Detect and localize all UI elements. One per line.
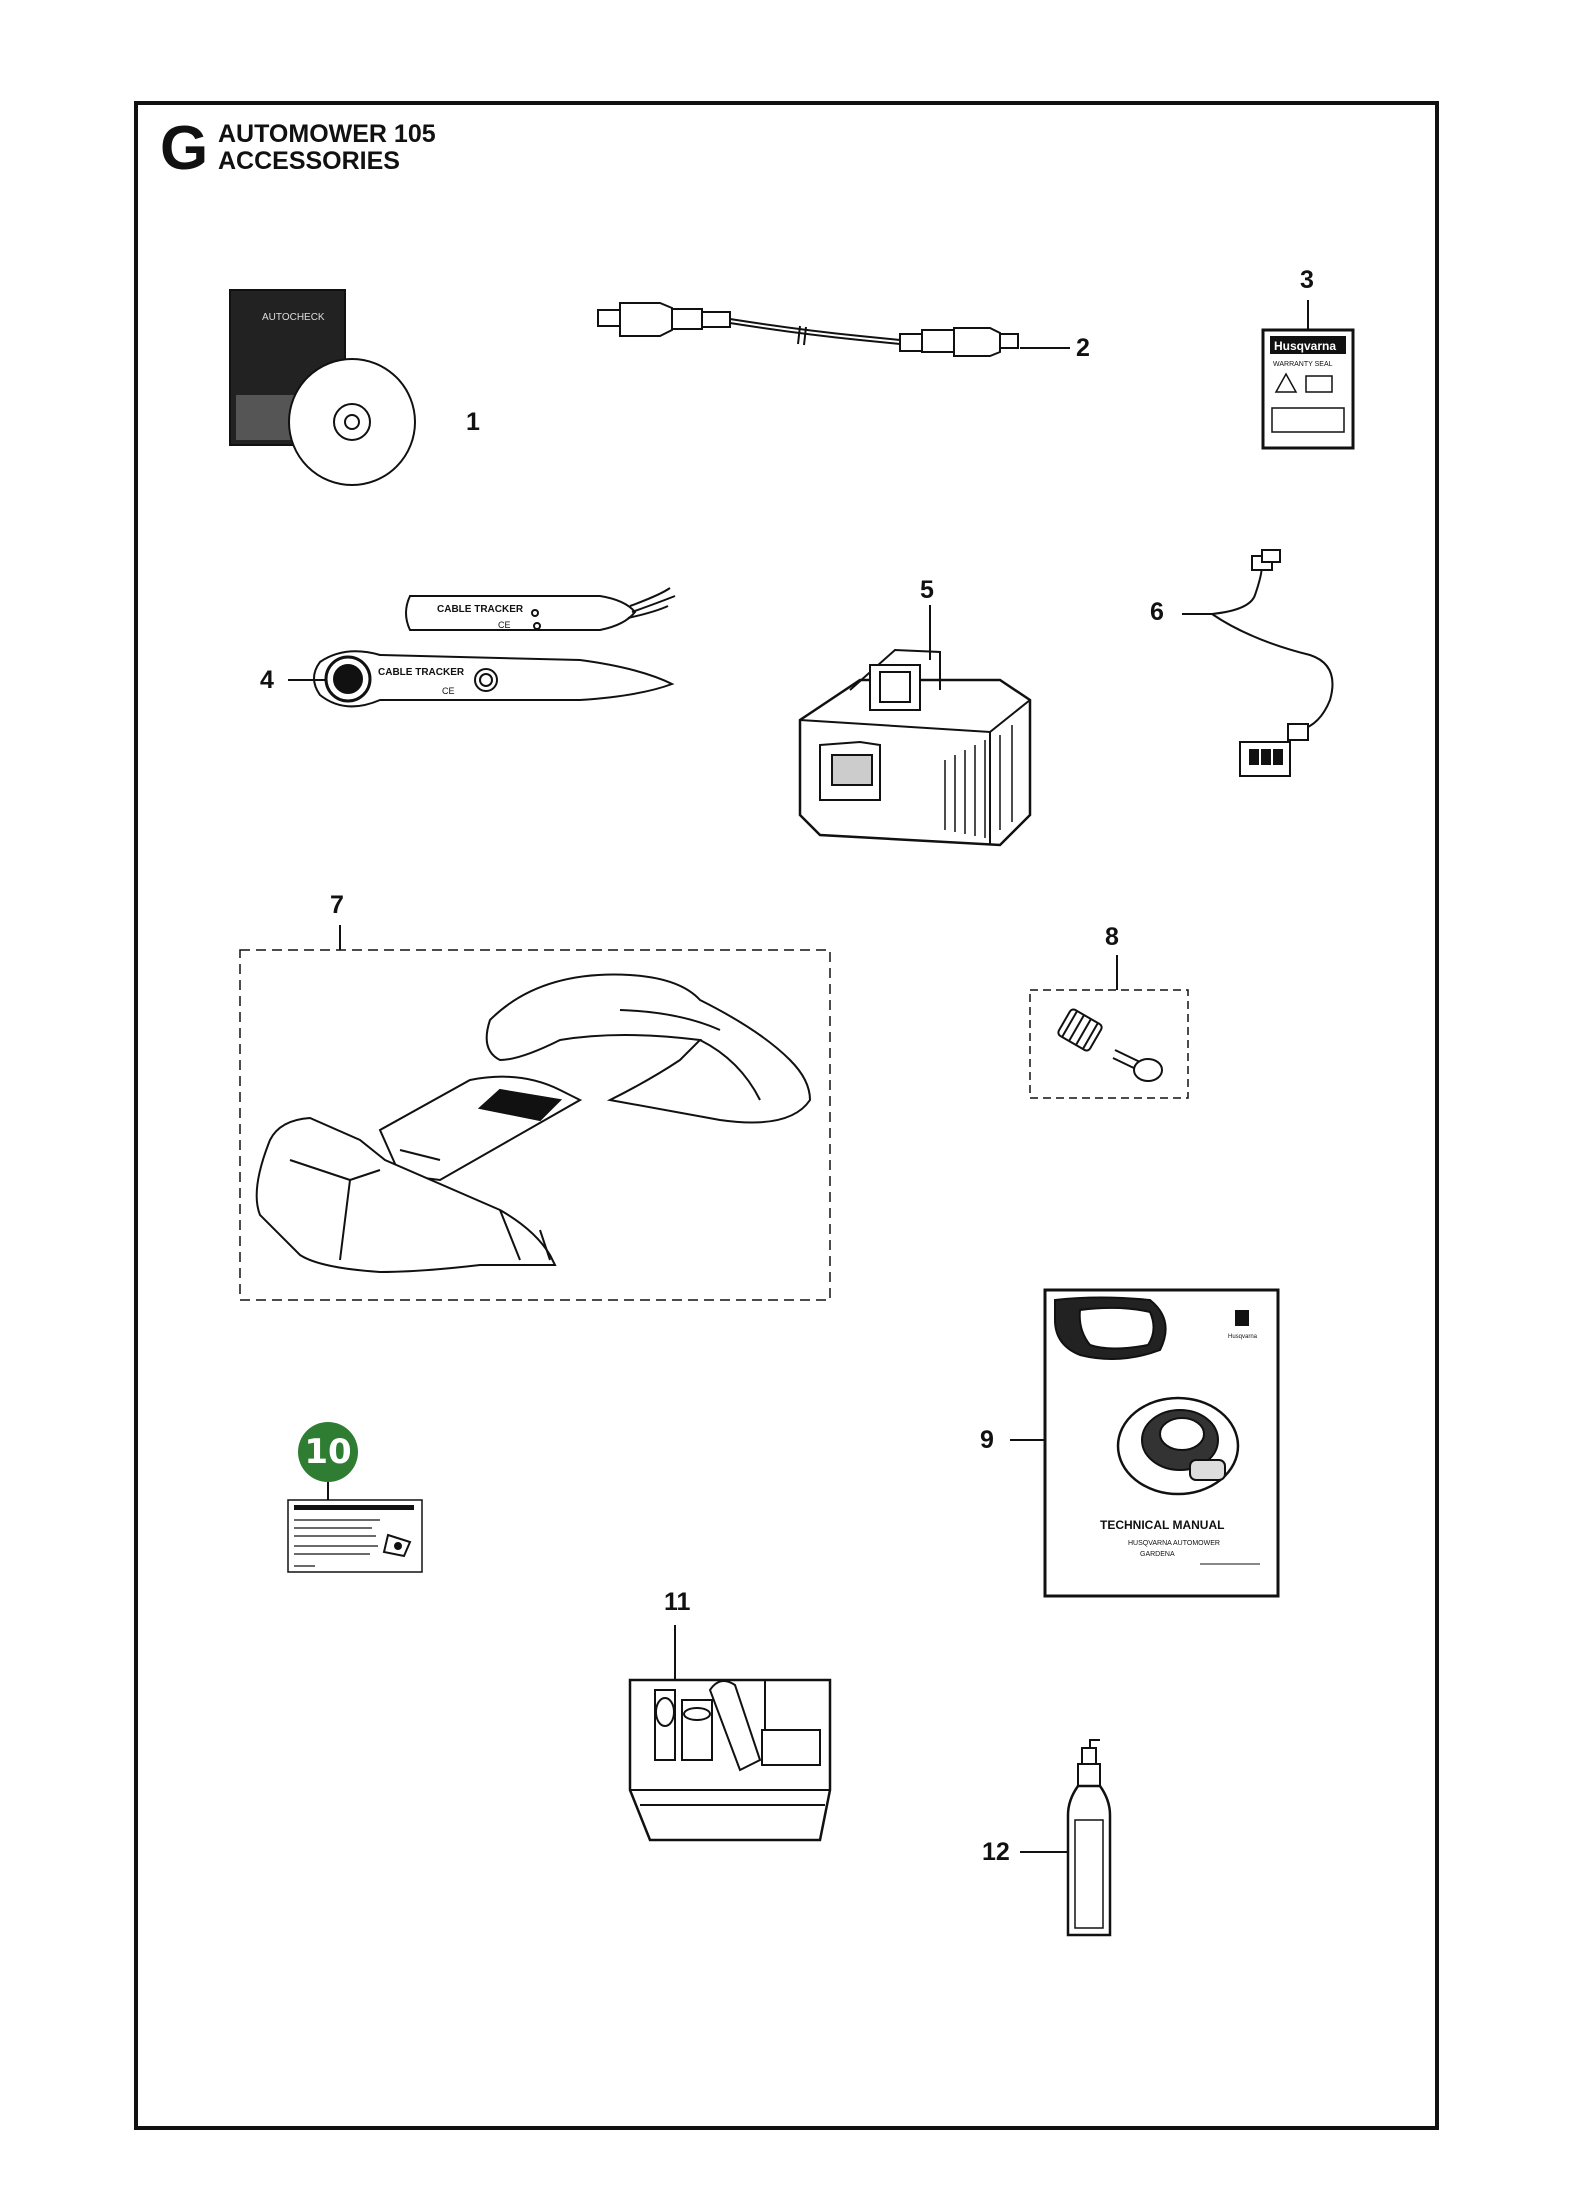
cleaning-kit-box-icon (628, 1625, 832, 1842)
callout-12: 12 (982, 1838, 1010, 1866)
cable-tracker-icon: CABLE TRACKER CE CABLE TRACKER CE (288, 587, 676, 708)
callout-8: 8 (1105, 923, 1119, 951)
ce-mark-bottom: CE (442, 686, 455, 696)
tracker-bottom-label: CABLE TRACKER (378, 667, 465, 678)
callout-11: 11 (664, 1588, 691, 1616)
usb-cable-icon (597, 302, 1070, 357)
warning-label-icon (287, 1482, 423, 1573)
manual-sub-2: GARDENA (1140, 1551, 1175, 1558)
title-line-1: AUTOMOWER 105 (218, 120, 436, 148)
callout-1: 1 (466, 408, 480, 436)
manual-title: TECHNICAL MANUAL (1100, 1518, 1224, 1532)
tracker-top-label: CABLE TRACKER (437, 604, 524, 615)
extension-cable-icon (1182, 549, 1334, 777)
callout-7: 7 (330, 891, 344, 919)
screw-kit-icon (1029, 955, 1189, 1099)
body-cover-kit-icon (239, 925, 831, 1301)
callout-3: 3 (1300, 266, 1314, 294)
callout-5: 5 (920, 576, 934, 604)
spray-bottle-icon (1020, 1739, 1112, 1937)
drawing-frame (134, 101, 1439, 2130)
battery-charger-icon (798, 605, 1032, 847)
technical-manual-icon: Husqvarna TECHNICAL MANUAL HUSQVARNA AUT… (1010, 1288, 1280, 1598)
callout-9: 9 (980, 1426, 994, 1454)
manual-sub-1: HUSQVARNA AUTOMOWER (1128, 1540, 1220, 1547)
ce-mark-top: CE (498, 620, 511, 630)
warranty-brand: Husqvarna (1274, 339, 1336, 353)
section-letter: G (160, 114, 209, 183)
manual-brand: Husqvarna (1228, 1334, 1258, 1340)
callout-2: 2 (1076, 334, 1090, 362)
callout-6: 6 (1150, 598, 1164, 626)
title-line-2: ACCESSORIES (218, 147, 400, 175)
callout-10-badge: 10 (298, 1422, 358, 1482)
warranty-sticker-icon: Husqvarna WARRANTY SEAL (1261, 300, 1355, 450)
cd-title: AUTOCHECK (262, 312, 325, 323)
warranty-text: WARRANTY SEAL (1273, 361, 1333, 368)
callout-4: 4 (260, 666, 274, 694)
autocheck-cd-icon: AUTOCHECK (229, 289, 416, 486)
